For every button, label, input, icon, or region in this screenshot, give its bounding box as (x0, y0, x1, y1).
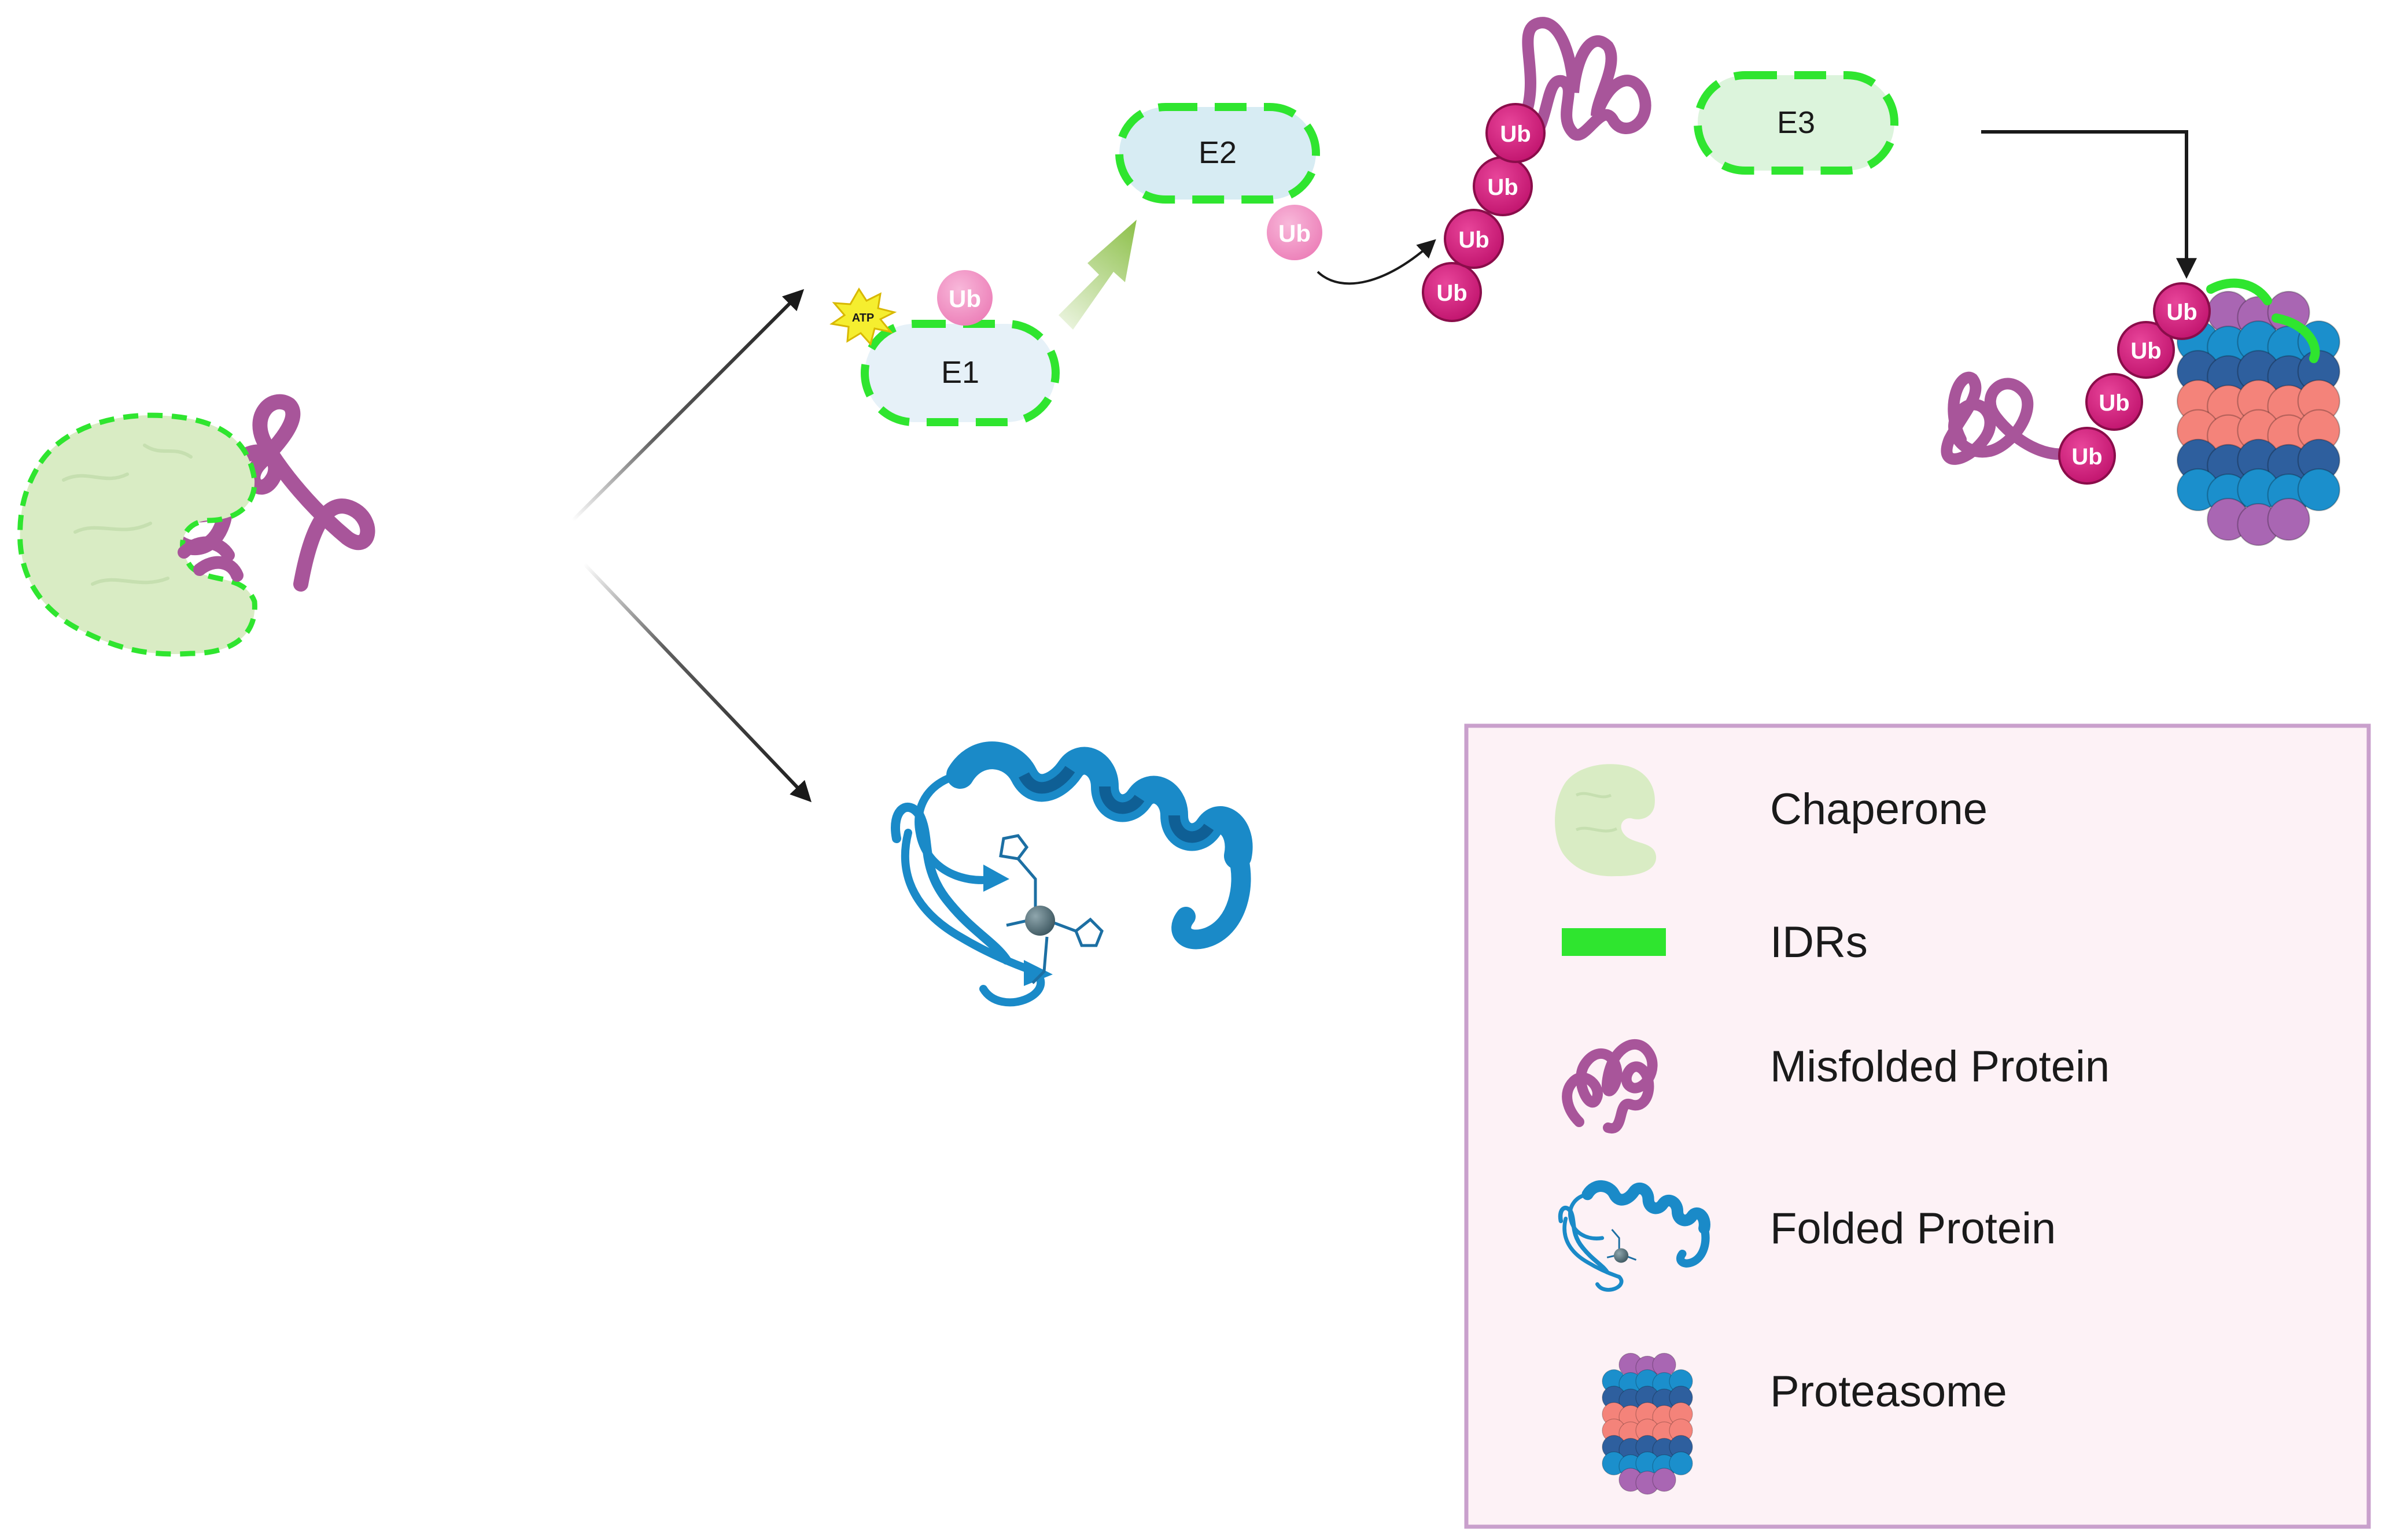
ubiquitin-on-e2: Ub (1267, 205, 1322, 260)
e2-enzyme: E2 (1115, 103, 1320, 204)
ub-label: Ub (1278, 220, 1311, 247)
e2-label: E2 (1199, 135, 1237, 170)
e3-enzyme: E3 (1694, 71, 1898, 175)
arrow-to-ubiquitination (571, 289, 805, 522)
idr-icon (1562, 928, 1666, 956)
misfolded-protein-chain (1521, 17, 1651, 150)
folded-protein-structure (891, 741, 1253, 1007)
ub-label: Ub (1436, 280, 1467, 306)
e1-label: E1 (941, 355, 979, 390)
ub-label: Ub (2130, 338, 2161, 364)
legend-label-chaperone: Chaperone (1770, 785, 1988, 834)
ub-label: Ub (1458, 227, 1489, 253)
legend-label-idrs: IDRs (1770, 918, 1868, 967)
legend-label-folded: Folded Protein (1770, 1204, 2056, 1253)
arrow-to-chain (1317, 239, 1436, 285)
chaperone-complex (17, 394, 375, 657)
misfolded-protein-icon (1562, 1039, 1658, 1133)
chaperone-texture (62, 444, 193, 586)
misfolded-protein-front (178, 536, 244, 582)
proteasome-icon (1602, 1353, 1693, 1495)
idr-on-proteasome (2206, 278, 2320, 363)
polyubiquitin-substrate: Ub Ub Ub Ub (1422, 17, 1651, 322)
legend-label-proteasome: Proteasome (1770, 1367, 2007, 1416)
folded-protein (891, 741, 1253, 1007)
legend: Chaperone IDRs Misfolded Protein Folded … (1464, 723, 2371, 1529)
e3-label: E3 (1777, 105, 1815, 140)
arrow-to-folding (582, 562, 812, 803)
green-transfer-arrow (1059, 220, 1137, 330)
legend-label-misfolded: Misfolded Protein (1770, 1042, 2110, 1091)
ub-label: Ub (1487, 175, 1518, 200)
proteasome-degradation: Ub Ub Ub Ub (1941, 278, 2340, 546)
ub-chain-bound: Ub Ub Ub Ub (2058, 282, 2211, 485)
ub-label: Ub (1500, 121, 1531, 147)
arrow-to-proteasome (1981, 130, 2197, 279)
proteasome-bead (2297, 468, 2340, 512)
ub-label: Ub (2071, 444, 2102, 470)
ub-label: Ub (2166, 300, 2197, 325)
proteasome-bead (1669, 1451, 1693, 1476)
ub-label: Ub (2099, 390, 2129, 416)
folded-protein-icon (1558, 1180, 1710, 1292)
atp-starburst: ATP (829, 287, 897, 346)
ub-label: Ub (949, 285, 981, 312)
ub-chain: Ub Ub Ub Ub (1422, 103, 1546, 322)
proteasome-bead (2267, 498, 2310, 541)
ubiquitin-on-e1: Ub (937, 270, 993, 326)
chaperone-icon (1555, 764, 1657, 877)
e1-enzyme: E1 (861, 320, 1060, 426)
atp-label: ATP (852, 312, 875, 324)
proteasome-bead (1652, 1468, 1676, 1492)
proteasome (2176, 290, 2340, 546)
